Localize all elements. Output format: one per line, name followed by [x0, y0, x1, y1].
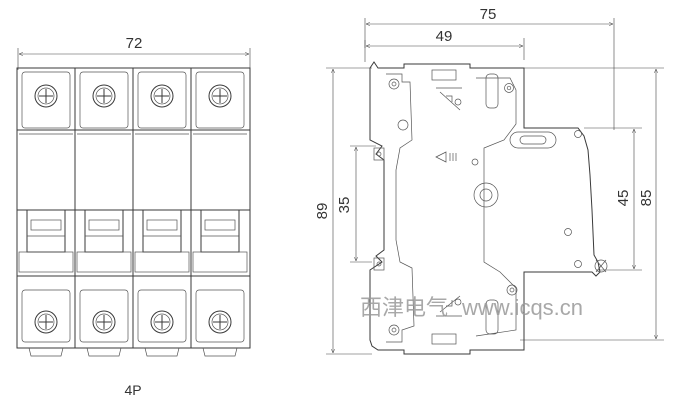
- side-height-label: 89: [314, 203, 331, 220]
- side-rivet-right-top: [574, 130, 582, 138]
- mechanism-symbol-top: [436, 87, 462, 111]
- lower-band: [18, 251, 74, 273]
- top-terminal-housing: [21, 71, 71, 129]
- side-rivet-right-low: [574, 260, 582, 268]
- side-top-dimension-rail: 49: [364, 28, 525, 60]
- lower-band: [192, 251, 248, 273]
- top-terminal-screw-icon: [92, 84, 116, 108]
- din-rail-clip-top: [373, 147, 385, 161]
- adjustment-slot: [509, 131, 557, 149]
- lower-band: [134, 251, 190, 273]
- toggle-lever: [84, 209, 124, 253]
- top-terminal-housing: [79, 71, 129, 129]
- top-terminal-screw-icon: [150, 84, 174, 108]
- front-width-dimension: 72: [17, 35, 251, 70]
- side-left-dimension-rail: 35: [336, 145, 376, 263]
- din-clip-tab: [28, 347, 64, 357]
- side-body-height-label: 45: [615, 190, 632, 207]
- bottom-terminal-housing: [137, 289, 187, 343]
- bottom-vent-slot: [485, 299, 499, 335]
- bottom-terminal-screw-icon: [150, 310, 174, 334]
- din-clip-tab: [86, 347, 122, 357]
- adjustment-slot-inner: [519, 135, 547, 145]
- top-vent-slot: [485, 73, 499, 109]
- bottom-terminal-housing: [195, 289, 245, 343]
- pole-3: [132, 68, 190, 357]
- toggle-lever: [200, 209, 240, 253]
- side-right-dimension-body: 45: [584, 127, 642, 271]
- side-left-dimension-height: 89: [314, 67, 372, 355]
- side-overall-width-label: 75: [480, 6, 497, 23]
- side-overall-height-label: 85: [638, 190, 655, 207]
- toggle-lever-grip: [88, 219, 120, 231]
- side-body-outline: [369, 61, 601, 355]
- toggle-lever: [26, 209, 66, 253]
- bottom-terminal: [431, 333, 457, 345]
- bottom-terminal-housing: [79, 289, 129, 343]
- top-terminal: [431, 69, 457, 81]
- pole-4: [190, 68, 248, 357]
- mounting-hole-bottom-right: [506, 284, 518, 296]
- watermark-brand: 西津电气: [360, 295, 448, 320]
- watermark-url: www.icqs.cn: [461, 295, 583, 320]
- bottom-terminal-screw-icon: [34, 310, 58, 334]
- bottom-terminal-screw-icon: [208, 310, 232, 334]
- side-rail-span-label: 35: [336, 197, 353, 214]
- toggle-lever-grip: [204, 219, 236, 231]
- din-rail-clip-bottom: [373, 257, 385, 271]
- side-right-dimension-overall: 85: [510, 67, 664, 341]
- mounting-hole-bottom-left: [388, 324, 400, 336]
- side-rivet-left: [397, 119, 409, 131]
- front-view-caption: 4P: [124, 382, 141, 398]
- pole-1: [18, 71, 74, 357]
- front-view: 72 4P: [16, 35, 251, 398]
- toggle-lever: [142, 209, 182, 253]
- toggle-lever-grip: [30, 219, 62, 231]
- side-view: 75 49 89 35 45: [314, 6, 664, 355]
- direction-arrow-icon: [435, 151, 457, 163]
- side-inner-contour: [386, 73, 415, 343]
- watermark: 西津电气 www.icqs.cn: [360, 295, 583, 320]
- center-pivot: [473, 182, 499, 208]
- top-terminal-housing: [137, 71, 187, 129]
- bottom-terminal-screw-icon: [92, 310, 116, 334]
- toggle-lever-grip: [146, 219, 178, 231]
- top-terminal-screw-icon: [208, 84, 232, 108]
- mounting-hole-top-left: [388, 78, 400, 90]
- side-top-dimension-overall: 75: [364, 6, 615, 130]
- top-terminal-screw-icon: [34, 84, 58, 108]
- side-rivet-right-mid: [564, 228, 572, 236]
- mechanism-symbol-bottom: [436, 295, 462, 317]
- lower-band: [76, 251, 132, 273]
- mounting-hole-top-right: [504, 83, 514, 93]
- trip-latch: [594, 259, 608, 273]
- side-mechanism-contour: [475, 77, 517, 337]
- top-terminal-housing: [195, 71, 245, 129]
- side-rail-width-label: 49: [436, 28, 453, 45]
- pole-2: [74, 68, 132, 357]
- din-clip-tab: [202, 347, 238, 357]
- front-width-label: 72: [126, 35, 143, 52]
- side-rivet-center: [471, 158, 479, 166]
- din-clip-tab: [144, 347, 180, 357]
- bottom-terminal-housing: [21, 289, 71, 343]
